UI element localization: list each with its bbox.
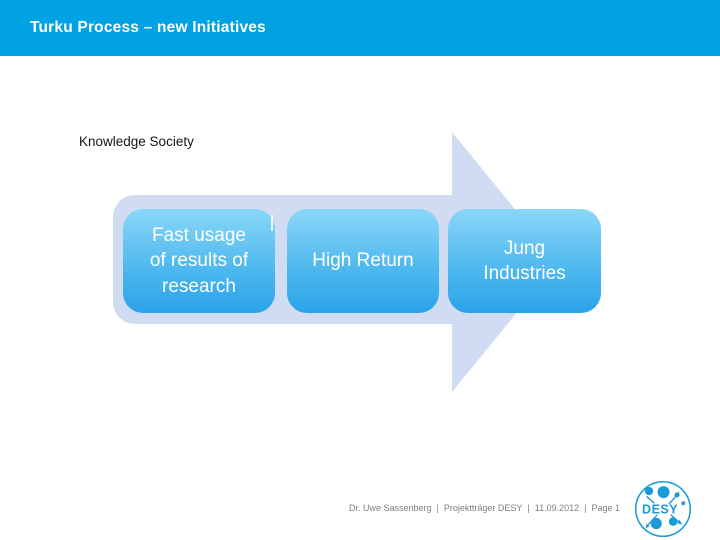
desy-logo: DESY: [634, 480, 692, 540]
knowledge-society-heading: Knowledge Society: [79, 134, 194, 149]
footer-page-number: Page 1: [591, 503, 620, 513]
title-bar: Turku Process – new Initiatives: [0, 0, 720, 56]
desy-logo-text: DESY: [642, 502, 678, 516]
text-cursor-artifact: [271, 215, 273, 231]
slide-title: Turku Process – new Initiatives: [30, 19, 266, 36]
footer-separator: |: [436, 503, 439, 513]
process-box-line: Industries: [483, 263, 566, 284]
process-box-high-return: High Return: [287, 209, 439, 313]
footer-author: Dr. Uwe Sassenberg: [348, 503, 432, 513]
process-box-line: research: [162, 275, 236, 297]
footer-organization: Projektträger DESY: [443, 503, 523, 513]
process-box-line: Jung: [503, 237, 546, 259]
footer-separator: |: [527, 503, 530, 513]
process-box-line: of results of: [149, 250, 249, 272]
process-box-fast-usage: Fast usage of results of research: [123, 209, 275, 313]
footer-separator: |: [584, 503, 587, 513]
footer-credit-line: Dr. Uwe Sassenberg | Projektträger DESY | 11…: [349, 503, 620, 513]
desy-logo-graphic: DESY: [634, 480, 692, 538]
process-box-line: High Return: [312, 250, 414, 272]
process-box-jung-industries: Jung Industries: [448, 209, 601, 313]
process-box-line: Fast usage: [152, 224, 246, 246]
footer-date: 11.09.2012: [534, 503, 580, 513]
